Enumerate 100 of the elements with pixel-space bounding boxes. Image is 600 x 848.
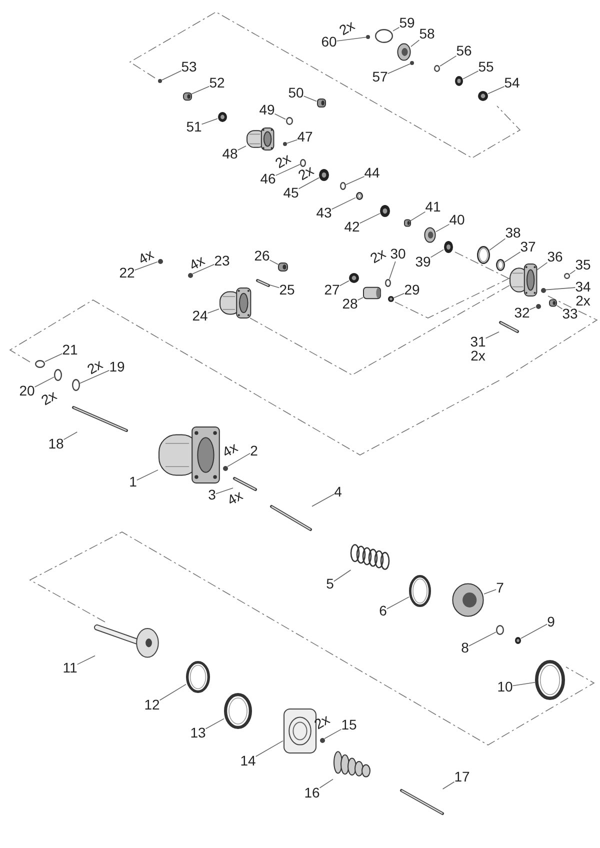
disc-drawing xyxy=(424,227,436,243)
quantity-label: 2x xyxy=(296,162,316,184)
leader-line xyxy=(529,306,536,310)
housing-drawing xyxy=(219,287,251,319)
circle-shape xyxy=(320,738,324,742)
callout-number: 54 xyxy=(504,76,520,90)
callout-number: 32 xyxy=(514,306,530,320)
leader-line xyxy=(216,488,234,494)
callout-number: 12 xyxy=(144,698,160,712)
leader-line xyxy=(468,632,496,646)
leader-line xyxy=(386,596,410,610)
circle-shape xyxy=(158,79,162,83)
leader-line xyxy=(319,778,334,788)
callout-number: 51 xyxy=(186,120,202,134)
quantity-label: 2x xyxy=(272,150,294,172)
callout-number: 41 xyxy=(425,200,441,214)
leader-line xyxy=(484,589,496,594)
callout-number: 55 xyxy=(478,60,494,74)
callout-number: 21 xyxy=(62,342,78,358)
seal-ring-drawing xyxy=(535,660,565,700)
seal-ring-drawing xyxy=(409,575,431,607)
callout-number: 28 xyxy=(342,296,358,312)
circle-shape xyxy=(222,466,228,470)
washer-drawing xyxy=(515,636,521,644)
leader-line xyxy=(44,353,63,362)
callout-number: 52 xyxy=(209,76,225,90)
circle-shape xyxy=(158,258,162,264)
callout-number: 15 xyxy=(341,718,357,732)
housing-drawing xyxy=(509,263,537,297)
leader-line xyxy=(237,146,246,150)
leader-line xyxy=(159,684,186,701)
leader-line xyxy=(162,70,182,80)
circle-shape xyxy=(54,369,62,381)
callout-number: 2 xyxy=(250,444,258,458)
rod-drawing xyxy=(72,406,128,432)
seal-ring-drawing xyxy=(224,693,252,729)
callout-number: 3 xyxy=(208,488,216,502)
callout-number: 49 xyxy=(259,102,275,118)
seal-ring-drawing xyxy=(186,661,210,693)
callout-number: 18 xyxy=(48,436,64,452)
callout-number: 29 xyxy=(404,282,420,298)
callout-number: 8 xyxy=(461,640,469,656)
leader-line xyxy=(275,164,300,176)
seal-ring-drawing xyxy=(496,259,504,271)
quantity-label: 2x xyxy=(470,348,486,364)
quantity-label: 4x xyxy=(186,252,208,274)
leader-line xyxy=(410,211,426,222)
callout-number: 31 xyxy=(470,334,486,350)
leader-line xyxy=(312,494,334,507)
callout-number: 17 xyxy=(454,770,470,784)
leader-line xyxy=(520,624,548,639)
leader-line xyxy=(545,287,576,290)
washer-drawing xyxy=(218,112,226,122)
callout-number: 7 xyxy=(496,580,504,596)
rod-drawing xyxy=(256,279,270,287)
leader-line xyxy=(536,262,548,270)
leader-line xyxy=(410,40,420,47)
circle-shape xyxy=(385,279,391,287)
circle-shape xyxy=(286,117,292,125)
callout-number: 10 xyxy=(497,680,513,694)
fitting-drawing xyxy=(278,262,288,272)
fitting-drawing xyxy=(182,92,192,100)
callout-number: 22 xyxy=(119,266,135,280)
circle-shape xyxy=(300,159,306,167)
callout-number: 42 xyxy=(344,220,360,234)
circle-shape xyxy=(375,29,393,43)
circle-shape xyxy=(35,360,45,368)
callout-number: 20 xyxy=(19,384,35,398)
leader-line xyxy=(556,305,563,310)
callout-number: 39 xyxy=(415,254,431,270)
leader-line xyxy=(334,570,352,582)
quantity-label: 2x xyxy=(576,294,590,308)
callout-number: 59 xyxy=(399,16,415,30)
leader-line xyxy=(255,740,284,757)
quantity-label: 2x xyxy=(336,18,358,38)
leader-line xyxy=(207,308,220,314)
washer-drawing xyxy=(349,273,359,283)
rod-drawing xyxy=(400,789,444,815)
washer-drawing xyxy=(380,205,390,217)
leader-line xyxy=(76,655,96,665)
callout-number: 26 xyxy=(254,248,270,264)
disc-drawing xyxy=(397,43,411,61)
callout-number: 35 xyxy=(575,258,591,272)
leader-line xyxy=(269,260,278,265)
quantity-label: 4x xyxy=(224,488,246,508)
leader-line xyxy=(331,197,356,210)
leader-line xyxy=(512,682,536,686)
leader-line xyxy=(63,432,78,440)
leader-line xyxy=(192,264,215,274)
callout-number: 46 xyxy=(260,172,276,186)
callout-number: 45 xyxy=(283,186,299,200)
housing-drawing xyxy=(158,426,220,484)
circle-shape xyxy=(540,288,546,292)
leader-line xyxy=(227,452,250,467)
callout-number: 11 xyxy=(62,660,78,676)
leader-line xyxy=(191,86,210,94)
circle-shape xyxy=(188,272,192,278)
cylinder-drawing xyxy=(363,285,381,301)
callout-number: 34 xyxy=(575,280,591,294)
circle-shape xyxy=(410,61,414,65)
